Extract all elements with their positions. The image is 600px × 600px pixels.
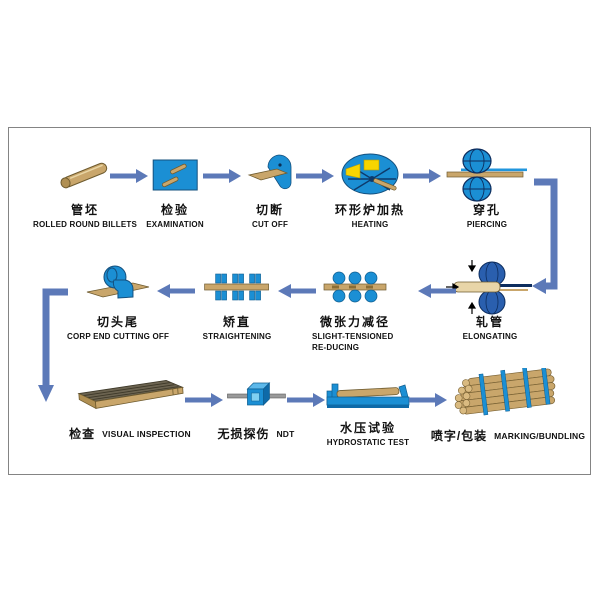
- elongating-rolls-icon: [446, 260, 532, 315]
- examination-box-icon: [152, 159, 198, 191]
- flow-arrow-right: [403, 169, 441, 183]
- flow-arrow-left: [418, 284, 456, 298]
- step-rolled-round-billets: 管坯 ROLLED ROUND BILLETS: [33, 146, 137, 230]
- flow-arrow-right: [185, 393, 223, 407]
- icon-box: [325, 370, 411, 422]
- step-label-en: ELONGATING: [462, 332, 518, 342]
- step-label-zh: 检查: [69, 427, 96, 442]
- icon-box: [217, 370, 294, 422]
- billet-icon: [60, 162, 108, 189]
- step-label-en: EXAMINATION: [146, 220, 204, 230]
- icon-box: [33, 146, 137, 204]
- step-label-en: VISUAL INSPECTION: [102, 429, 191, 440]
- flow-arrow-right: [409, 393, 447, 407]
- icon-box: [445, 146, 529, 204]
- step-label-en: SLIGHT-TENSIONED RE-DUCING: [312, 332, 398, 353]
- step-marking-bundling: 喷字/包装 MARKING/BUNDLING: [431, 368, 585, 446]
- step-label-en-line2: RE-DUCING: [312, 342, 360, 352]
- step-label-zh: 喷字/包装: [430, 429, 488, 444]
- ring-furnace-icon: [341, 153, 399, 195]
- step-label-zh: 切头尾: [96, 315, 140, 329]
- step-cut-off: 切断 CUT OFF: [247, 146, 293, 230]
- step-hydrostatic-test: 水压试验 HYDROSTATIC TEST: [325, 370, 411, 448]
- flow-arrow-left: [157, 284, 195, 298]
- step-label-zh: 环形炉加热: [334, 203, 406, 217]
- step-label-en: CUT OFF: [251, 220, 289, 230]
- flow-arrow-right: [287, 393, 325, 407]
- step-label-zh: 水压试验: [339, 421, 396, 435]
- piercing-rolls-icon: [446, 148, 527, 202]
- cutting-saw-icon: [247, 154, 292, 190]
- step-label-en: MARKING/BUNDLING: [494, 431, 586, 442]
- connector-left-down-icon: [38, 288, 68, 402]
- flow-arrow-left: [278, 284, 316, 298]
- step-corp-end-cutting-off: 切头尾 CORP END CUTTING OFF: [67, 258, 169, 342]
- flow-arrow-right: [296, 169, 334, 183]
- icon-box: [247, 146, 293, 204]
- step-ndt: 无损探伤 NDT: [217, 370, 294, 444]
- step-slight-tensioned-reducing: 微张力减径 SLIGHT-TENSIONED RE-DUCING: [312, 258, 398, 353]
- step-label-en: NDT: [276, 429, 295, 440]
- step-label-zh: 轧管: [475, 315, 504, 329]
- step-label-zh: 检验: [160, 203, 190, 217]
- step-labels: 检查 VISUAL INSPECTION: [69, 426, 191, 444]
- step-labels: 喷字/包装 MARKING/BUNDLING: [431, 428, 585, 446]
- icon-box: [446, 258, 534, 316]
- step-heating: 环形炉加热 HEATING: [335, 146, 405, 230]
- pipe-stack-icon: [77, 380, 184, 410]
- icon-box: [69, 370, 191, 422]
- step-label-zh: 切断: [255, 203, 284, 217]
- straightening-rolls-icon: [204, 273, 270, 301]
- step-straightening: 矫直 STRAIGHTENING: [203, 258, 272, 342]
- reducing-rolls-icon: [323, 271, 387, 303]
- step-label-en: PIERCING: [466, 220, 508, 230]
- step-label-zh: 穿孔: [472, 203, 501, 217]
- hydrostatic-bench-icon: [326, 383, 410, 408]
- step-label-zh: 无损探伤: [217, 427, 270, 442]
- step-piercing: 穿孔 PIERCING: [445, 146, 529, 230]
- step-labels: 无损探伤 NDT: [217, 426, 294, 444]
- icon-box: [146, 146, 204, 204]
- step-label-zh: 矫直: [222, 315, 252, 329]
- flow-arrow-right: [110, 169, 148, 183]
- step-visual-inspection: 检查 VISUAL INSPECTION: [69, 370, 191, 444]
- step-elongating: 轧管 ELONGATING: [446, 258, 534, 342]
- step-examination: 检验 EXAMINATION: [146, 146, 204, 230]
- icon-box: [312, 258, 398, 316]
- icon-box: [335, 146, 405, 204]
- icon-box: [203, 258, 272, 316]
- flow-arrow-right: [203, 169, 241, 183]
- pipe-bundle-icon: [454, 368, 556, 416]
- step-label-en: CORP END CUTTING OFF: [66, 332, 170, 342]
- ndt-probe-icon: [226, 382, 286, 406]
- step-label-en: ROLLED ROUND BILLETS: [33, 220, 137, 230]
- step-label-en: HEATING: [351, 220, 389, 230]
- connector-right-down-icon: [532, 178, 558, 294]
- step-label-zh: 微张力减径: [319, 315, 390, 329]
- icon-box: [67, 258, 169, 316]
- step-label-en: STRAIGHTENING: [202, 332, 272, 342]
- icon-box: [431, 368, 585, 424]
- step-label-zh: 管坯: [70, 203, 99, 217]
- end-cutting-machine-icon: [86, 265, 150, 299]
- step-label-en: HYDROSTATIC TEST: [326, 438, 410, 448]
- step-label-en-line1: SLIGHT-TENSIONED: [312, 332, 394, 342]
